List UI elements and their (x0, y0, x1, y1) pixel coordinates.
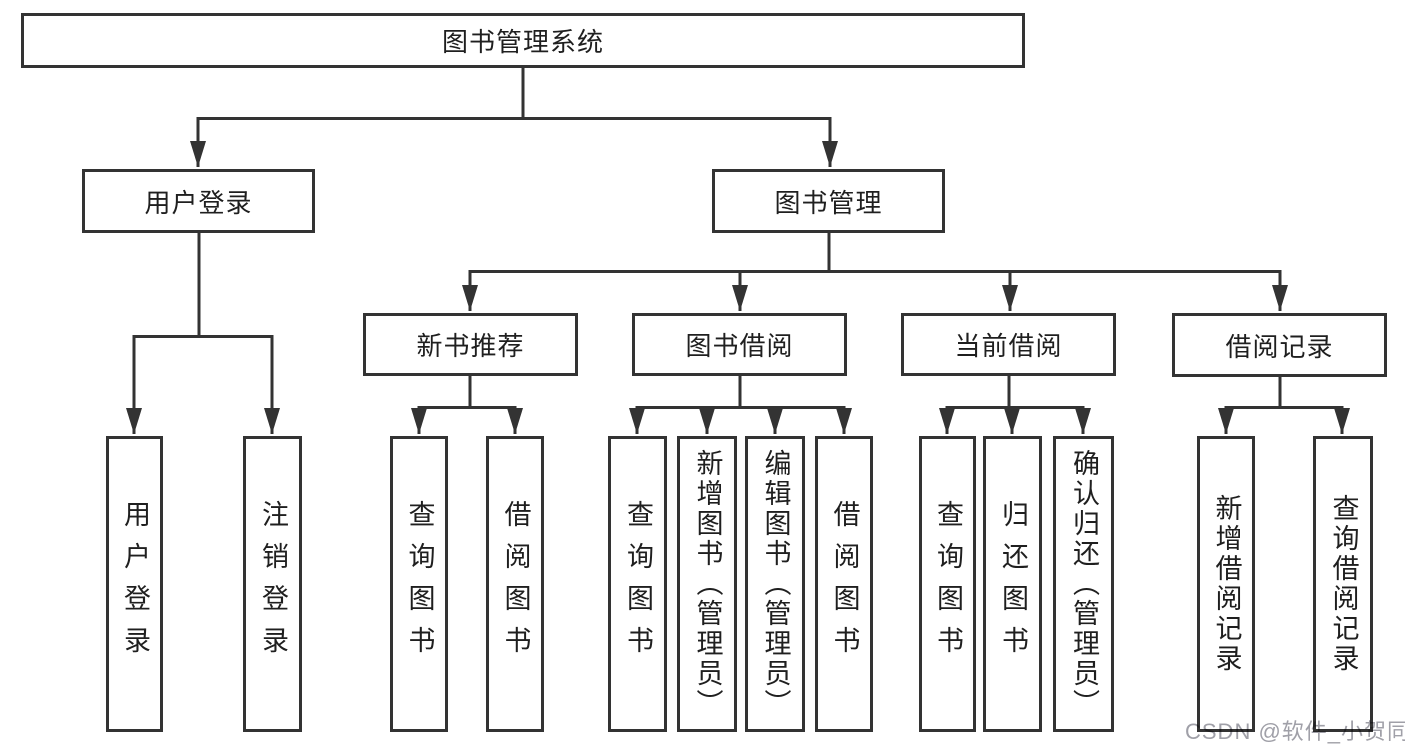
node-label: 图书管理 (774, 187, 883, 218)
leaf-label: 借阅图书 (500, 500, 531, 668)
leaf-user-login: 用户登录 (106, 436, 163, 732)
leaf-label: 归还图书 (998, 500, 1028, 668)
node-label: 用户登录 (144, 187, 253, 218)
leaf-label: 查询借阅记录 (1328, 494, 1359, 674)
leaf-add-borrow-record: 新增借阅记录 (1197, 436, 1255, 732)
leaf-query-books-current: 查询图书 (919, 436, 976, 732)
leaf-label: 注销登录 (258, 500, 288, 668)
connector-current-borrow-children (939, 376, 1091, 434)
node-library-system: 图书管理系统 (21, 13, 1025, 68)
node-label: 图书借阅 (685, 331, 794, 361)
node-current-borrow: 当前借阅 (901, 313, 1116, 376)
leaf-label: 新增图书（管理员） (692, 449, 723, 719)
connector-user-login-children (126, 233, 280, 434)
leaf-edit-book-admin: 编辑图书（管理员） (745, 436, 805, 732)
node-borrow-records: 借阅记录 (1172, 313, 1387, 377)
watermark-text: CSDN @软件_小贺同学 (1185, 719, 1405, 744)
connector-root-to-level2 (190, 68, 838, 167)
node-book-borrow: 图书借阅 (632, 313, 847, 376)
leaf-label: 编辑图书（管理员） (760, 449, 791, 719)
node-label: 新书推荐 (416, 331, 525, 361)
leaf-borrow-books: 借阅图书 (815, 436, 873, 732)
leaf-label: 查询图书 (404, 500, 435, 668)
leaf-label: 用户登录 (120, 500, 150, 668)
leaf-label: 借阅图书 (829, 500, 860, 668)
connector-book-borrow-children (629, 376, 852, 434)
node-label: 图书管理系统 (441, 27, 604, 57)
leaf-borrow-books-recommend: 借阅图书 (486, 436, 544, 732)
leaf-label: 确认归还（管理员） (1069, 449, 1099, 719)
leaf-confirm-return-admin: 确认归还（管理员） (1053, 436, 1114, 732)
node-label: 借阅记录 (1225, 331, 1334, 362)
node-new-book-recommend: 新书推荐 (363, 313, 578, 376)
leaf-label: 新增借阅记录 (1211, 494, 1242, 674)
node-user-login: 用户登录 (82, 169, 315, 233)
connector-records-children (1218, 377, 1350, 434)
leaf-label: 查询图书 (933, 500, 963, 668)
leaf-query-borrow-record: 查询借阅记录 (1313, 436, 1373, 732)
node-label: 当前借阅 (954, 331, 1063, 361)
leaf-logout: 注销登录 (243, 436, 302, 732)
leaf-add-book-admin: 新增图书（管理员） (677, 436, 737, 732)
leaf-return-book: 归还图书 (983, 436, 1042, 732)
node-book-management: 图书管理 (712, 169, 945, 233)
leaf-query-books-recommend: 查询图书 (390, 436, 448, 732)
connector-new-book-children (411, 376, 523, 434)
leaf-label: 查询图书 (623, 500, 653, 668)
connector-book-mgmt-children (462, 233, 1288, 311)
leaf-query-books-borrow: 查询图书 (608, 436, 667, 732)
